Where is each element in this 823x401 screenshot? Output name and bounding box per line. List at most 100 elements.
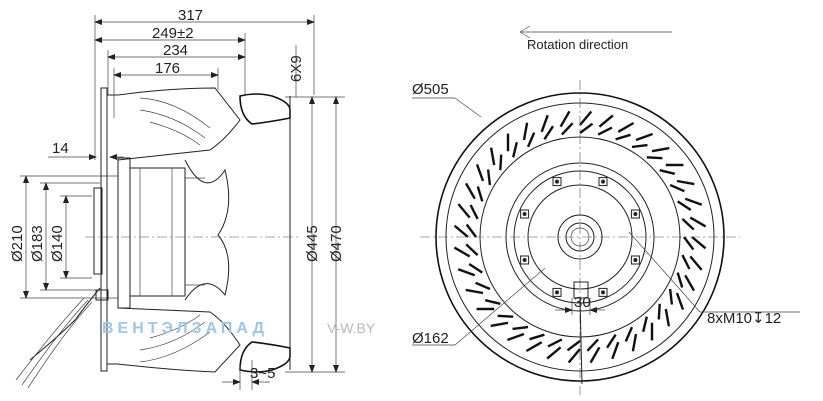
- watermark-site: V-W.BY: [327, 320, 376, 336]
- blade-mark: [597, 126, 613, 136]
- dim-140: Ø140: [49, 225, 66, 262]
- dim-470: Ø470: [328, 225, 345, 262]
- blade-mark: [512, 325, 529, 331]
- blade-mark: [676, 179, 695, 186]
- blade-mark: [490, 321, 509, 328]
- blade-mark: [651, 146, 670, 153]
- dim-210: Ø210: [9, 225, 26, 262]
- blade-mark: [631, 333, 638, 352]
- blade-mark: [526, 132, 536, 148]
- blade-mark: [547, 338, 563, 348]
- blade-mark: [624, 326, 634, 342]
- mount-hole-center: [522, 212, 527, 216]
- blade-mark: [468, 262, 483, 274]
- blade-mark: [598, 114, 614, 128]
- blade-mark: [546, 346, 562, 360]
- blade-mark: [457, 268, 476, 277]
- blade-mark: [617, 121, 635, 133]
- rotation-label: Rotation direction: [527, 37, 628, 52]
- dim-176: 176: [155, 60, 180, 77]
- dim-249: 249±2: [152, 25, 194, 42]
- blade-mark: [475, 163, 485, 182]
- blade-mark: [681, 254, 691, 270]
- blade-mark: [506, 332, 525, 342]
- blade-mark: [486, 169, 492, 186]
- blade-mark: [646, 156, 663, 160]
- mount-hole-center: [601, 290, 605, 295]
- blade-mark: [586, 338, 599, 352]
- blade-mark: [635, 132, 654, 142]
- dim-6x9: 6X9: [288, 55, 305, 82]
- blade-mark: [469, 204, 479, 220]
- blade-mark: [559, 110, 571, 128]
- mount-hole: [552, 177, 562, 187]
- blade-mark: [566, 340, 581, 352]
- mount-hole: [552, 287, 562, 297]
- blade-mark: [631, 143, 648, 149]
- mount-hole: [630, 255, 640, 265]
- watermark-brand: ВЕНТЭЛЗАПАД: [102, 320, 268, 337]
- blade-mark: [522, 122, 529, 141]
- blade-mark: [675, 292, 685, 311]
- bolt-note: 8xM10↧12: [707, 310, 781, 327]
- blade-mark: [676, 272, 684, 288]
- side-view: 317 249±2 234 176 14 Ø210 Ø183 Ø140 Ø445…: [9, 7, 345, 390]
- dim-14: 14: [52, 140, 69, 157]
- blade-mark: [611, 341, 620, 360]
- blade-mark: [475, 281, 491, 291]
- blade-mark: [457, 203, 471, 219]
- blade-mark: [512, 141, 518, 158]
- mounting-holes: [520, 177, 640, 297]
- blade-mark: [476, 186, 484, 202]
- blade-mark: [668, 288, 674, 305]
- blade-mark: [465, 243, 479, 256]
- front-view: Rotation direction Ø505 Ø162 8xM10↧1: [412, 25, 800, 395]
- dim-234: 234: [163, 42, 188, 59]
- dim-317: 317: [178, 7, 203, 24]
- blade-mark: [497, 314, 514, 318]
- blade-mark: [615, 133, 631, 141]
- blade-mark: [677, 200, 692, 212]
- mount-hole: [630, 209, 640, 219]
- mount-hole: [598, 287, 608, 297]
- blade-mark: [589, 346, 601, 364]
- blade-mark: [529, 333, 545, 341]
- blade-mark: [561, 122, 574, 136]
- mount-hole-center: [522, 258, 527, 262]
- blade-mark: [453, 246, 471, 258]
- blade-mark: [567, 348, 581, 364]
- mount-hole-center: [555, 179, 559, 184]
- mount-hole-center: [555, 290, 559, 295]
- mount-hole: [598, 177, 608, 187]
- blade-mark: [669, 183, 685, 193]
- dim-162: Ø162: [412, 330, 449, 347]
- mount-hole: [520, 209, 530, 219]
- impeller-blades: [453, 110, 707, 364]
- blade-mark: [543, 125, 555, 140]
- blade-mark: [465, 288, 484, 295]
- mount-hole-center: [633, 258, 638, 262]
- blade-mark: [659, 169, 676, 175]
- blade-mark: [657, 303, 661, 320]
- blade-mark: [691, 236, 707, 250]
- blade-mark: [684, 274, 696, 292]
- blade-mark: [684, 197, 703, 206]
- blade-mark: [499, 154, 503, 171]
- blade-mark: [484, 299, 501, 305]
- dim-30: 30: [574, 294, 591, 311]
- blade-mark: [683, 236, 695, 251]
- blade-mark: [681, 218, 695, 231]
- blade-mark: [642, 316, 648, 333]
- dim-gap: 3~5: [250, 365, 275, 382]
- blade-mark: [689, 255, 703, 271]
- blade-mark: [664, 308, 671, 327]
- blade-mark: [525, 341, 543, 353]
- blade-mark: [579, 122, 594, 134]
- blade-mark: [465, 223, 477, 238]
- dim-505: Ø505: [412, 81, 449, 98]
- mount-hole-center: [633, 212, 638, 216]
- blade-mark: [464, 182, 476, 200]
- dim-183: Ø183: [29, 225, 46, 262]
- blade-mark: [689, 216, 707, 228]
